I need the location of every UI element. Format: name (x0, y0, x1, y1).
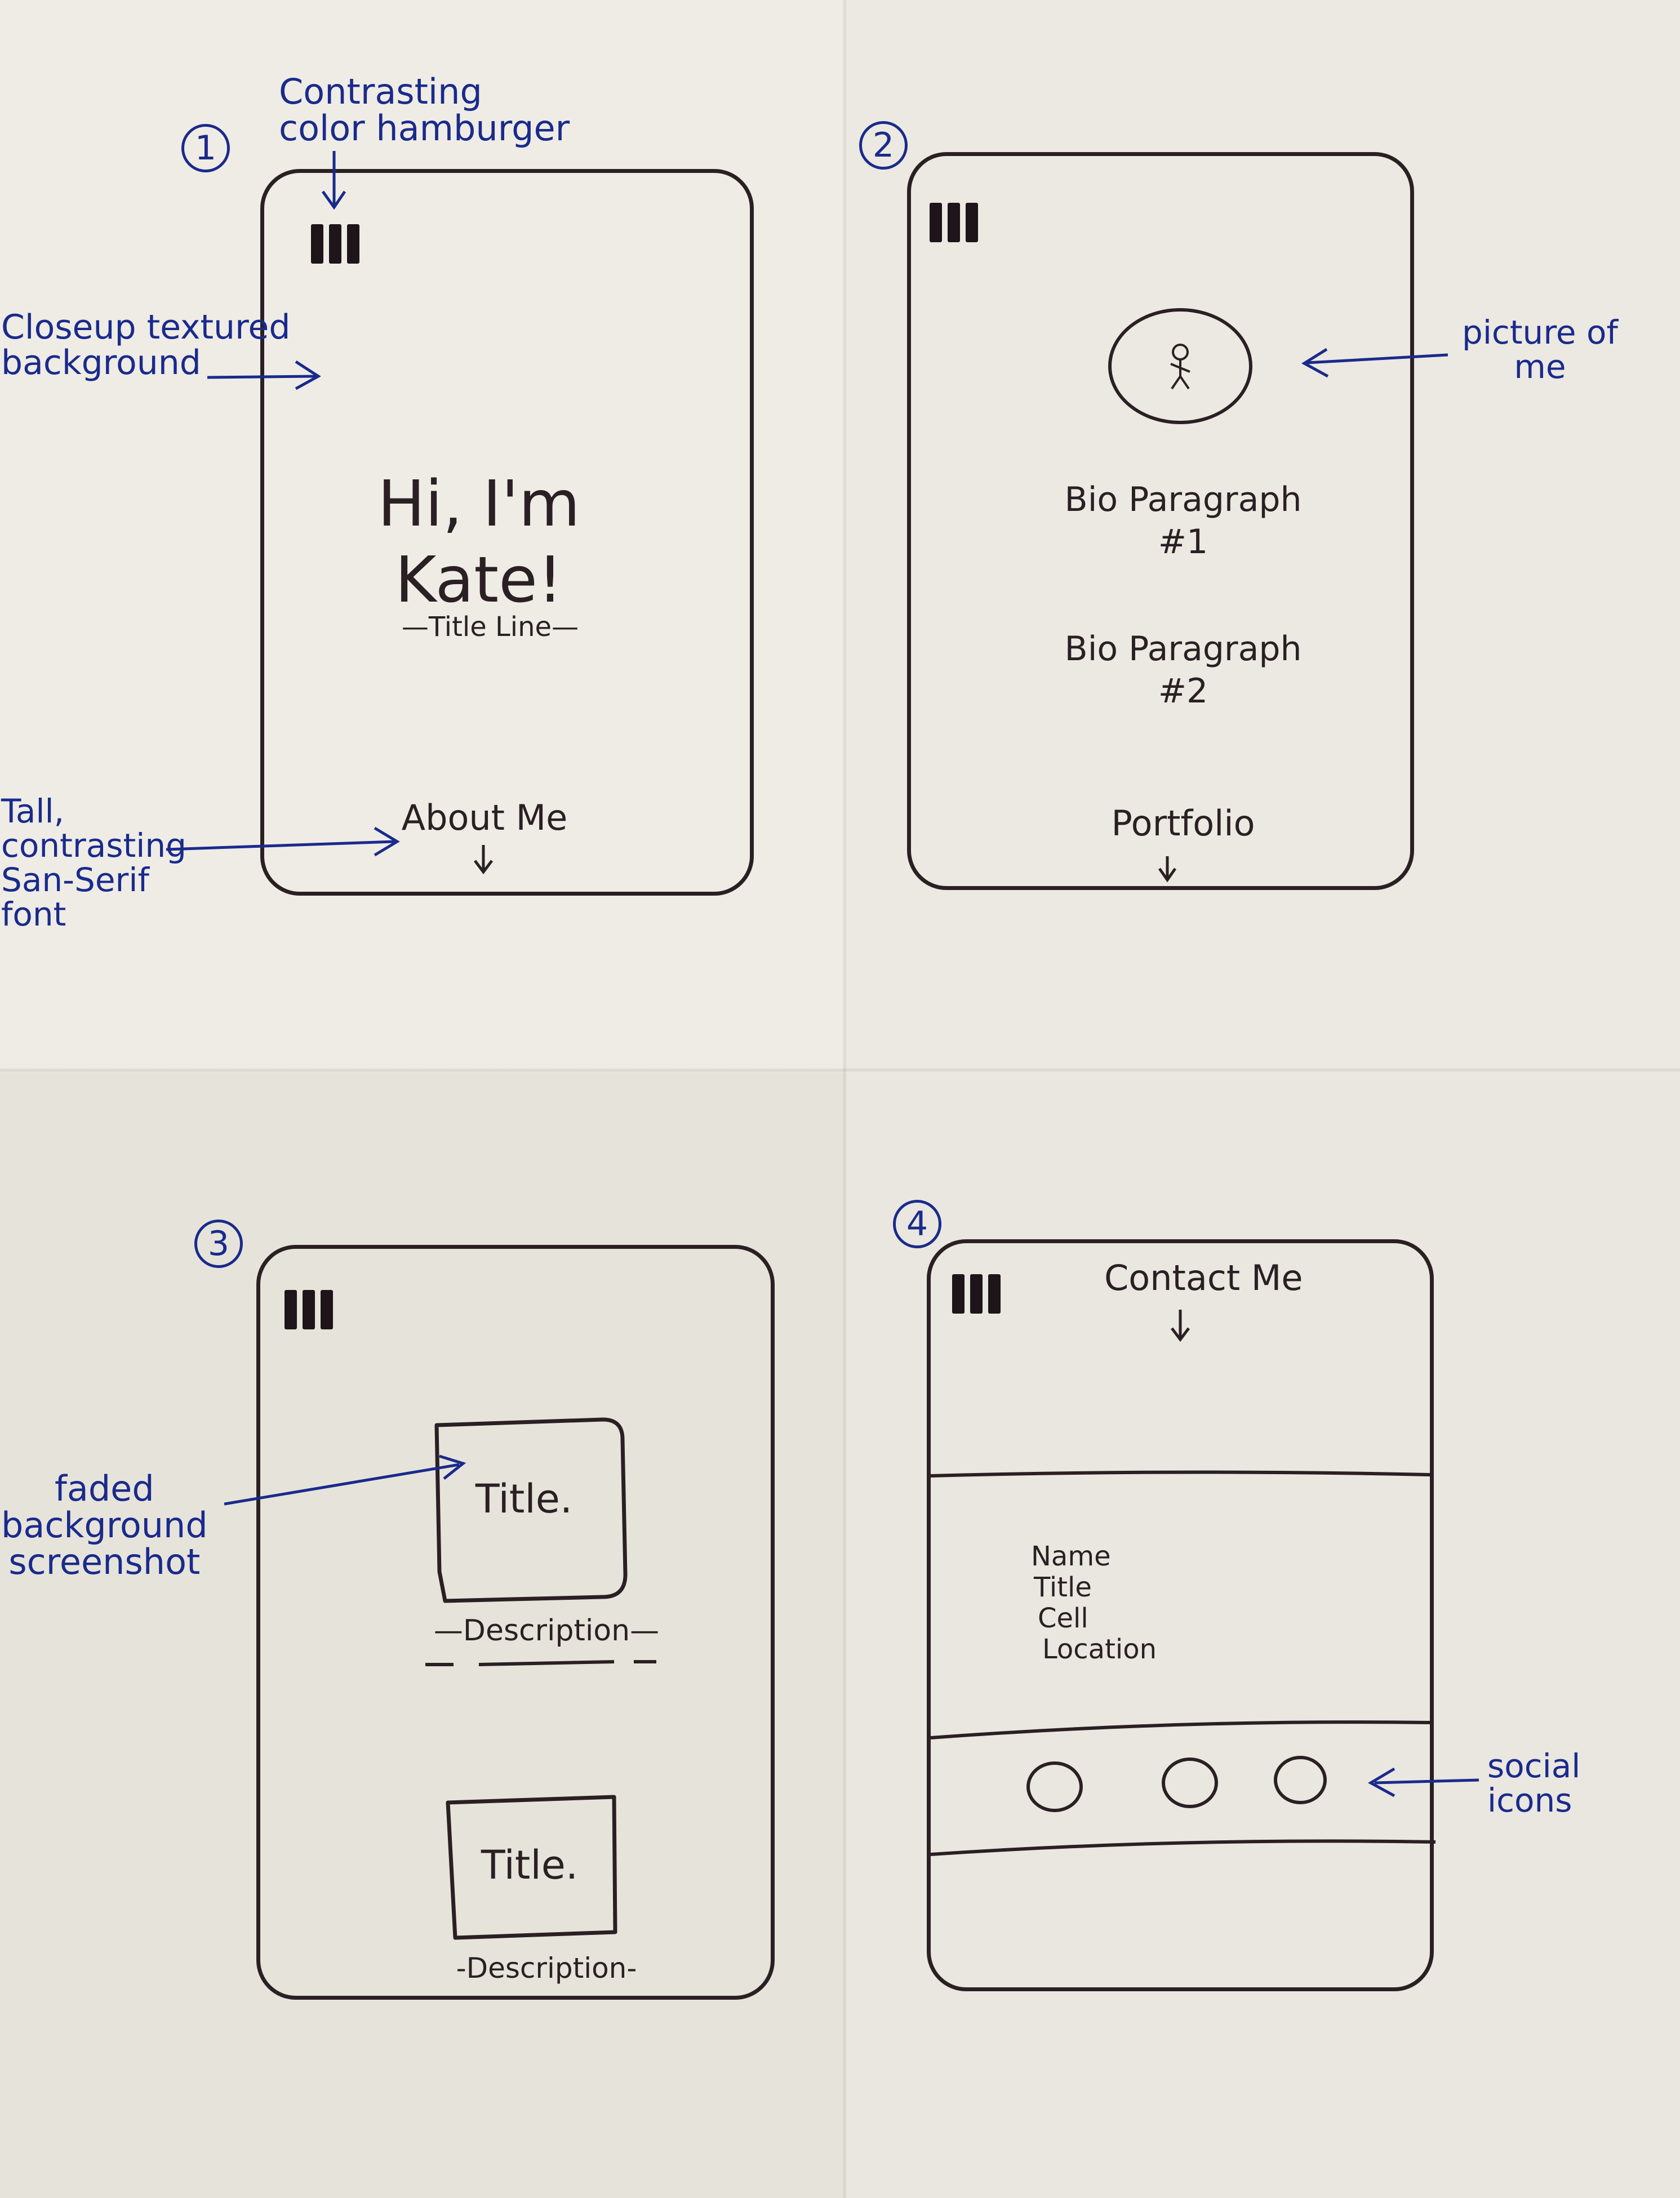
sketch-4-social-icon-1 (1026, 1761, 1083, 1812)
sketch-3-card-1-description: —Description— (433, 1614, 660, 1648)
paper-fold-horizontal (0, 1068, 1680, 1073)
sketch-3-phone-frame (256, 1245, 775, 2000)
sketch-2-picture-arrow (1301, 348, 1448, 378)
annotation-faded-background-screenshot: faded background screenshot (1, 1468, 208, 1583)
sketch-4-info-location: Location (1042, 1634, 1157, 1665)
paper-sheet-bottom-left (0, 1070, 845, 2198)
sketch-3-card-2-title: Title. (481, 1842, 579, 1888)
annotation-tall-sans-serif-font: Tall, contrasting San-Serif font (1, 792, 186, 933)
sketch-2-down-arrow (1158, 856, 1177, 883)
paper-sheet-bottom-right (845, 1070, 1680, 2198)
sketch-4-header-contact-me: Contact Me (1104, 1257, 1303, 1298)
sketch-4-info-title: Title (1034, 1572, 1092, 1603)
sketch-1-greeting-line-1: Hi, I'm (377, 468, 580, 541)
sketch-2-profile-picture (1108, 308, 1252, 424)
sketch-4-social-arrow (1367, 1767, 1479, 1797)
sketch-3-card-2-frame (446, 1795, 617, 1940)
sketch-1-hamburger-arrow (321, 151, 346, 210)
paper-fold-vertical (843, 0, 847, 2198)
sketch-4-social-icon-2 (1162, 1757, 1218, 1808)
sketch-2-hamburger-icon (930, 203, 978, 242)
sketch-2-nav-portfolio: Portfolio (1111, 803, 1255, 844)
sketch-1-number: 1 (181, 124, 230, 172)
sketch-4-section-dividers (929, 1470, 1436, 1856)
sketch-1-nav-about-me: About Me (401, 797, 568, 838)
sketch-3-card-1-title: Title. (475, 1476, 573, 1522)
sketch-4-info-cell: Cell (1038, 1603, 1088, 1634)
sketch-2-phone-frame (907, 152, 1414, 890)
sketch-1-greeting-line-2: Kate! (395, 544, 563, 617)
sketch-3-card-1-description-lines (425, 1660, 656, 1666)
sketch-4-hamburger-icon (952, 1274, 1001, 1314)
sketch-4-phone-frame (927, 1239, 1434, 1991)
sketch-4-number: 4 (893, 1200, 941, 1248)
sketch-4-social-icon-3 (1274, 1756, 1327, 1804)
sketch-2-bio-paragraph-2: Bio Paragraph #2 (1064, 629, 1302, 711)
sketch-3-card-1-frame (434, 1417, 628, 1603)
annotation-picture-of-me: picture of me (1462, 313, 1618, 386)
sketch-2-number: 2 (859, 121, 908, 170)
sketch-4-down-arrow (1171, 1310, 1190, 1342)
sketch-3-screenshot-arrow (224, 1454, 466, 1506)
sketch-1-title-line: —Title Line— (401, 611, 579, 643)
sketch-1-background-arrow (207, 360, 321, 390)
sketch-1-down-arrow (474, 845, 493, 875)
sketch-3-number: 3 (194, 1220, 243, 1268)
annotation-textured-background: Closeup textured background (1, 308, 291, 382)
sketch-3-hamburger-icon (285, 1290, 333, 1329)
annotation-contrasting-hamburger: Contrasting color hamburger (279, 71, 570, 149)
sketch-1-phone-frame (260, 169, 754, 896)
sketch-2-bio-paragraph-1: Bio Paragraph #1 (1064, 480, 1302, 562)
sketch-3-card-2-description: -Description- (456, 1952, 637, 1985)
sketch-4-info-name: Name (1031, 1541, 1111, 1572)
sketch-1-font-arrow (166, 826, 400, 857)
sketch-1-hamburger-icon (311, 224, 359, 264)
annotation-social-icons: social icons (1487, 1747, 1581, 1819)
paper-sheet-top-right (845, 0, 1680, 1070)
